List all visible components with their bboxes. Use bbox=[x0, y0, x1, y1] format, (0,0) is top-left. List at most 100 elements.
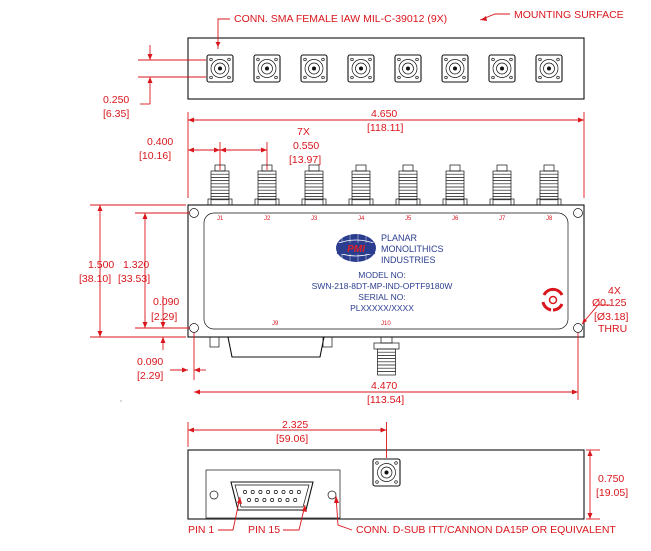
mounting-hole-icon bbox=[573, 323, 583, 333]
svg-text:0.250: 0.250 bbox=[103, 94, 129, 106]
dim-4650: 4.650 [118.11] bbox=[187, 108, 585, 198]
mounting-hole-icon bbox=[189, 323, 199, 333]
company-line-3: INDUSTRIES bbox=[381, 255, 436, 265]
company-line-2: MONOLITHICS bbox=[381, 244, 444, 254]
svg-text:[33.53]: [33.53] bbox=[118, 273, 150, 285]
mounting-hole-icon bbox=[573, 208, 583, 218]
svg-text:[Ø3.18]: [Ø3.18] bbox=[594, 311, 629, 323]
top-sma-connector-icon bbox=[535, 54, 563, 83]
dim-0750: 0.750 [19.05] bbox=[586, 449, 628, 520]
top-view-connectors bbox=[206, 54, 563, 83]
side-sma-connector-icon bbox=[489, 164, 515, 206]
svg-text:[113.54]: [113.54] bbox=[367, 394, 404, 406]
svg-text:[2.29]: [2.29] bbox=[151, 311, 177, 323]
side-sma-connector-icon bbox=[536, 164, 562, 206]
esd-warning-icon bbox=[541, 287, 564, 312]
model-number: SWN-218-8DT-MP-IND-OPTF9180W bbox=[312, 281, 453, 291]
dsub-pins bbox=[243, 490, 301, 502]
bottom-view-body bbox=[187, 449, 585, 520]
j9-label: J9 bbox=[272, 321, 279, 327]
dim-0090-horizontal: 0.090 [2.29] bbox=[137, 333, 206, 382]
dim-2325: 2.325 [59.06] bbox=[187, 419, 387, 458]
pin1-callout: PIN 1 bbox=[188, 524, 214, 536]
pmi-logo: PMI bbox=[335, 234, 377, 262]
svg-text:1.320: 1.320 bbox=[123, 259, 149, 271]
svg-text:[2.29]: [2.29] bbox=[137, 370, 163, 382]
dsub-callout: CONN. D-SUB ITT/CANNON DA15P OR EQUIVALE… bbox=[356, 524, 616, 536]
svg-text:[118.11]: [118.11] bbox=[367, 122, 403, 134]
dim-0090-vertical: 0.090 [2.29] bbox=[151, 296, 179, 350]
svg-text:THRU: THRU bbox=[598, 323, 627, 335]
sma-callout-text: CONN. SMA FEMALE IAW MIL-C-39012 (9X) bbox=[234, 13, 447, 25]
pin15-callout: PIN 15 bbox=[248, 524, 280, 536]
connector-label: J2 bbox=[264, 216, 271, 222]
svg-text:0.400: 0.400 bbox=[147, 136, 173, 148]
bottom-sma-connector bbox=[372, 458, 401, 487]
hole-callout: 4X Ø0.125 [Ø3.18] THRU bbox=[581, 285, 629, 335]
dim-0250: 0.250 [6.35] bbox=[103, 45, 206, 120]
svg-text:[10.16]: [10.16] bbox=[139, 150, 171, 162]
serial-number: PLXXXXX/XXXX bbox=[350, 303, 414, 313]
svg-text:4X: 4X bbox=[608, 285, 621, 297]
dim-0550: 7X 0.550 [13.97] bbox=[220, 126, 321, 170]
dim-4470: 4.470 [113.54] bbox=[194, 333, 579, 406]
svg-text:4.470: 4.470 bbox=[371, 380, 397, 392]
svg-text:0.550: 0.550 bbox=[293, 140, 319, 152]
dim-0400: 0.400 [10.16] bbox=[139, 136, 221, 170]
pin-callouts: PIN 1 PIN 15 CONN. D-SUB ITT/CANNON DA15… bbox=[188, 495, 616, 536]
mounting-hole-icon bbox=[189, 208, 199, 218]
top-sma-connector-icon bbox=[347, 54, 375, 83]
j10-sma-connector bbox=[373, 336, 400, 376]
side-sma-connector-icon bbox=[442, 164, 468, 206]
side-sma-connector-icon bbox=[395, 164, 421, 206]
side-sma-connector-icon bbox=[348, 164, 374, 206]
svg-text:0.090: 0.090 bbox=[137, 356, 163, 368]
connector-label: J4 bbox=[358, 216, 365, 222]
dsub-connector-side bbox=[209, 336, 333, 358]
svg-text:PMI: PMI bbox=[347, 244, 365, 255]
top-sma-connector-icon bbox=[488, 54, 516, 83]
sma-callout: CONN. SMA FEMALE IAW MIL-C-39012 (9X) MO… bbox=[215, 9, 624, 49]
top-sma-connector-icon bbox=[441, 54, 469, 83]
top-sma-connector-icon bbox=[394, 54, 422, 83]
svg-text:[59.06]: [59.06] bbox=[276, 433, 308, 445]
dim-1320: 1.320 [33.53] bbox=[118, 212, 190, 329]
side-sma-connector-icon bbox=[301, 164, 327, 206]
dim-1500: 1.500 [38.10] bbox=[79, 204, 186, 338]
connector-label: J3 bbox=[311, 216, 318, 222]
label-plate bbox=[203, 212, 569, 330]
top-view bbox=[187, 37, 585, 100]
top-view-body bbox=[187, 37, 585, 100]
serial-heading: SERIAL NO: bbox=[358, 292, 405, 302]
svg-text:[6.35]: [6.35] bbox=[103, 108, 129, 120]
svg-text:[13.97]: [13.97] bbox=[289, 154, 321, 166]
connector-label: J7 bbox=[499, 216, 506, 222]
front-view-sma-connectors bbox=[207, 164, 562, 206]
model-heading: MODEL NO: bbox=[358, 270, 405, 280]
side-sma-connector-icon bbox=[254, 164, 280, 206]
svg-text:0.090: 0.090 bbox=[153, 296, 179, 308]
svg-text:0.750: 0.750 bbox=[598, 473, 624, 485]
j10-label: J10 bbox=[381, 321, 391, 327]
connector-label: J1 bbox=[217, 216, 224, 222]
svg-text:7X: 7X bbox=[297, 126, 310, 138]
svg-text:4.650: 4.650 bbox=[371, 108, 397, 120]
svg-text:[38.10]: [38.10] bbox=[79, 273, 111, 285]
connector-label: J6 bbox=[452, 216, 459, 222]
svg-text:Ø0.125: Ø0.125 bbox=[592, 297, 627, 309]
top-sma-connector-icon bbox=[300, 54, 328, 83]
mounting-surface-text: MOUNTING SURFACE bbox=[514, 9, 624, 21]
dsub-connector-face bbox=[205, 469, 341, 519]
svg-text:2.325: 2.325 bbox=[282, 419, 308, 431]
svg-text:1.500: 1.500 bbox=[88, 259, 114, 271]
connector-label: J5 bbox=[405, 216, 412, 222]
top-sma-connector-icon bbox=[253, 54, 281, 83]
bottom-view bbox=[187, 449, 585, 520]
svg-text:[19.05]: [19.05] bbox=[596, 487, 628, 499]
side-sma-connector-icon bbox=[207, 164, 233, 206]
company-line-1: PLANAR bbox=[381, 233, 418, 243]
top-sma-connector-icon bbox=[206, 54, 234, 83]
